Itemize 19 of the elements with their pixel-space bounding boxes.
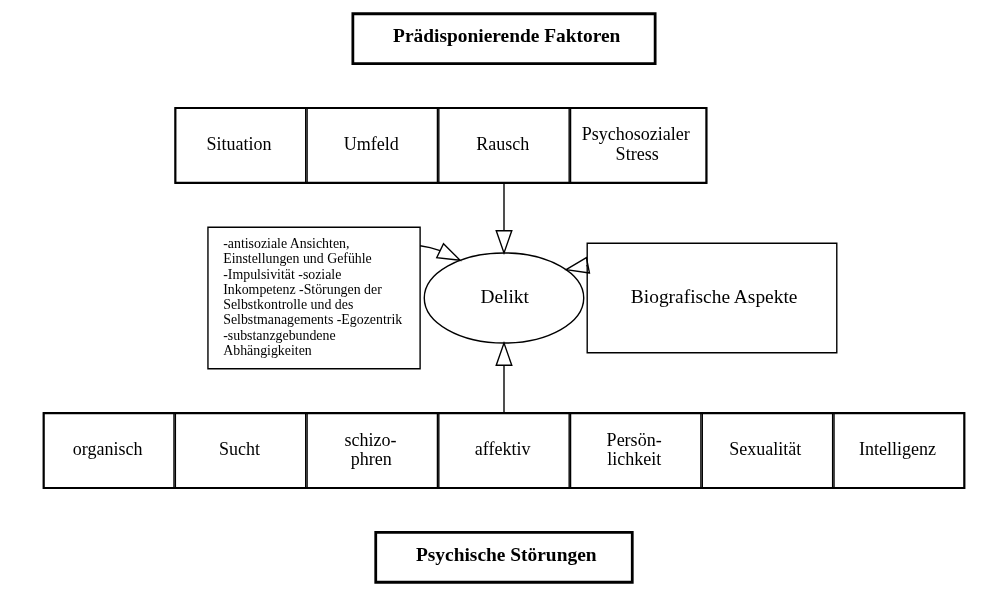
node-box: Sexualität xyxy=(701,412,834,489)
node-box: -antisoziale Ansichten, Einstellungen und Gefühle -Impulsivität -soziale Inkompetenz -Störungen der Selbstkontrolle und des Selbstmanagements -Egozentrik -substanzgebundene Abhängigkeiten xyxy=(207,226,421,370)
arrow xyxy=(564,256,591,274)
node-box: schizo- phren xyxy=(306,412,439,489)
node-box: affektiv xyxy=(438,412,570,489)
node-box: Rausch xyxy=(438,107,570,184)
node-box: organisch xyxy=(42,412,175,489)
node-box: Psychische Störungen xyxy=(374,530,634,584)
arrow xyxy=(419,242,462,262)
node-box: Persön- lichkeit xyxy=(569,412,702,489)
node-box: Situation xyxy=(174,107,307,184)
arrow xyxy=(495,341,513,414)
node-box: Sucht xyxy=(174,412,307,489)
node-box: Umfeld xyxy=(306,107,439,184)
arrow xyxy=(495,182,513,255)
node-ellipse: Delikt xyxy=(423,252,585,344)
node-box: Prädisponierende Faktoren xyxy=(351,12,657,66)
node-box: Psychosozialer Stress xyxy=(569,107,708,184)
node-box: Intelligenz xyxy=(833,412,966,489)
